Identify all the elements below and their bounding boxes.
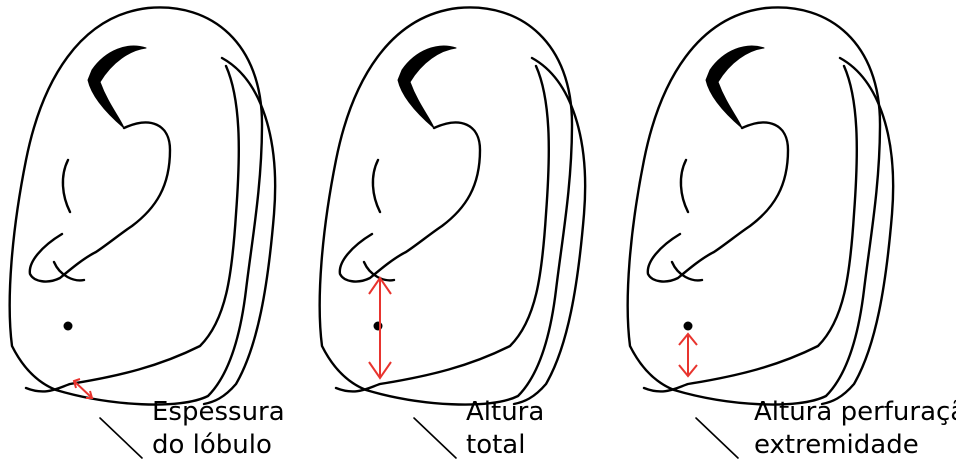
leader-line bbox=[100, 418, 142, 458]
piercing-dot bbox=[64, 322, 73, 331]
panel-piercing-edge-height: Altura perfuração extremidade bbox=[628, 7, 956, 459]
caption-line-1: Espessura bbox=[152, 397, 285, 427]
ear-drawing bbox=[10, 7, 275, 404]
measure-arrow-total-height bbox=[369, 278, 391, 378]
caption-line-2: extremidade bbox=[754, 430, 919, 459]
leader-line bbox=[414, 418, 456, 458]
piercing-dot bbox=[684, 322, 693, 331]
measure-arrow-piercing-edge bbox=[679, 334, 697, 376]
caption-line-2: total bbox=[466, 430, 525, 459]
leader-line bbox=[696, 418, 738, 458]
caption-line-1: Altura bbox=[466, 397, 544, 427]
panel-total-height: Altura total bbox=[320, 7, 585, 459]
ear-drawing bbox=[320, 7, 585, 404]
ear-drawing bbox=[628, 7, 893, 404]
caption-line-1: Altura perfuração bbox=[754, 397, 956, 427]
piercing-dot bbox=[374, 322, 383, 331]
panel-lobule-thickness: Espessura do lóbulo bbox=[10, 7, 285, 459]
caption-line-2: do lóbulo bbox=[152, 430, 272, 459]
